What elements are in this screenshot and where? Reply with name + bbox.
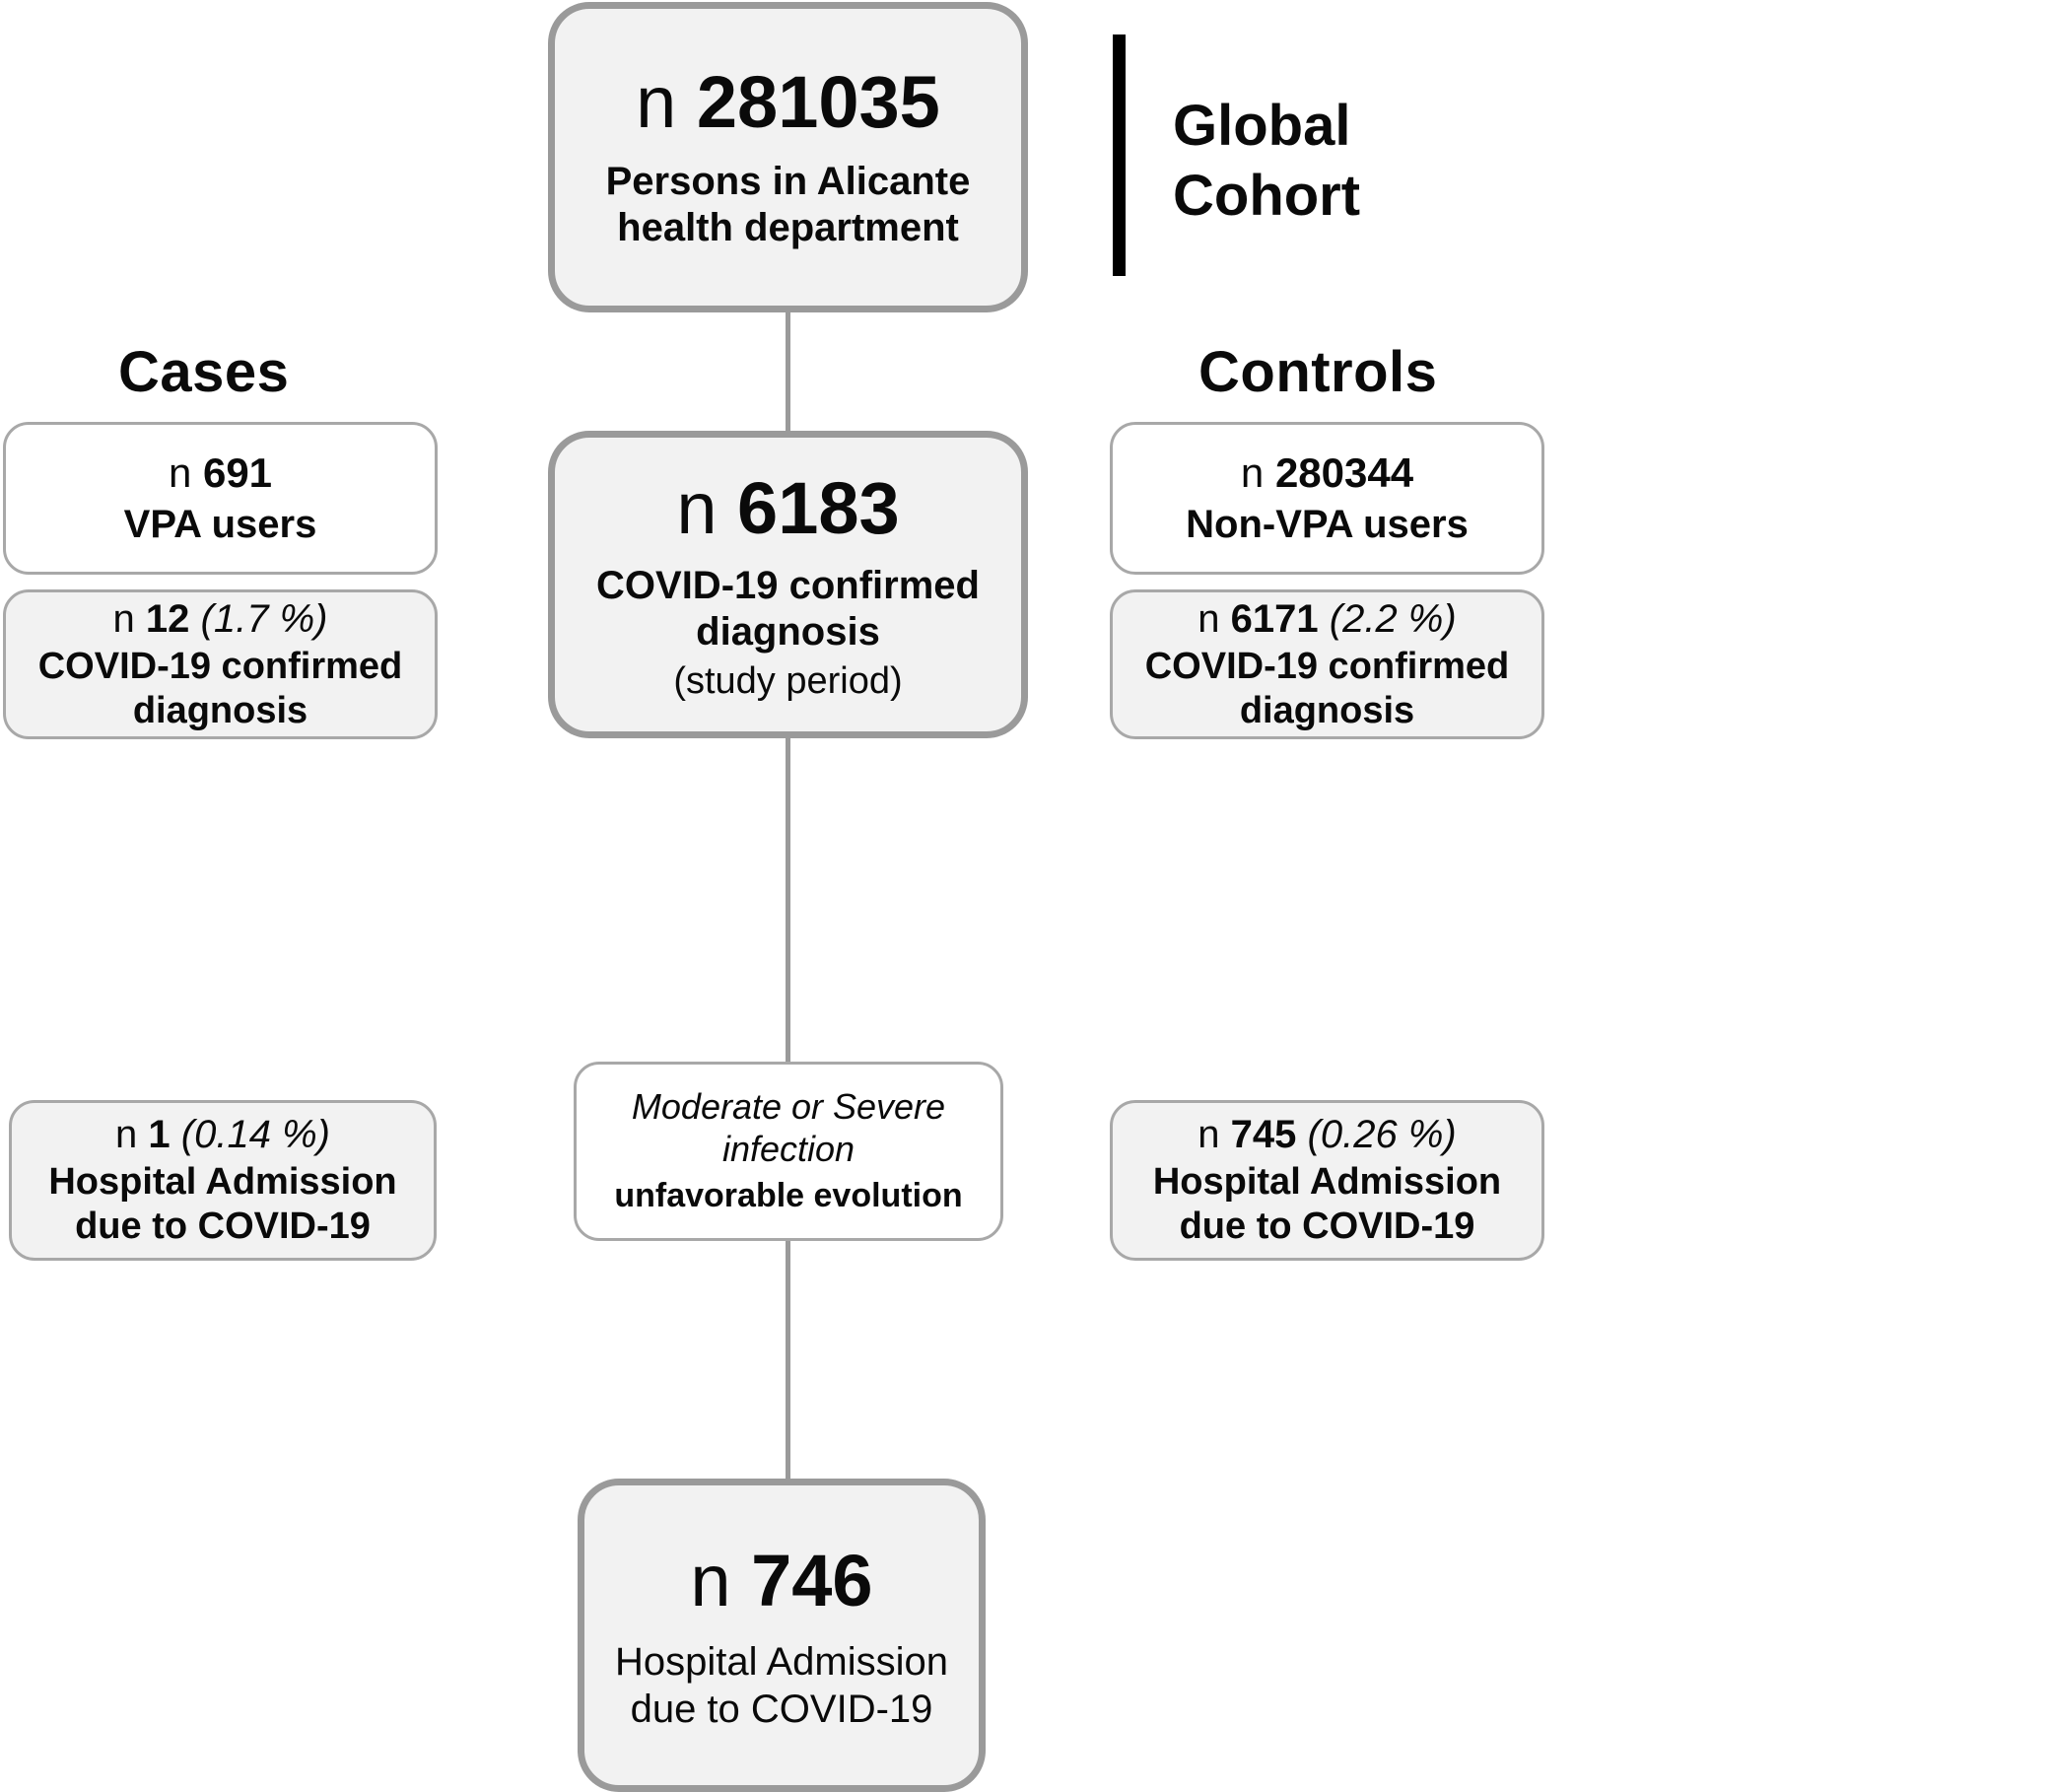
node-cases-hospital-admission-count: n 1 (0.14 %)	[115, 1112, 330, 1158]
node-hospital-admission-total: n 746 Hospital Admission due to COVID-19	[578, 1479, 986, 1792]
n-prefix: n	[112, 596, 135, 641]
node-covid-confirmed-total-count: n 6183	[676, 465, 899, 551]
node-cases-hospital-admission: n 1 (0.14 %) Hospital Admission due to C…	[9, 1100, 437, 1261]
n-percent: (1.7 %)	[200, 596, 328, 641]
node-controls-hospital-admission-count: n 745 (0.26 %)	[1198, 1112, 1456, 1158]
node-cases-covid-diagnosis-count: n 12 (1.7 %)	[113, 596, 328, 643]
node-hospital-admission-total-count: n 746	[690, 1538, 872, 1623]
n-value: 12	[145, 596, 190, 641]
node-unfavorable-evolution-criterion: Moderate or Severe infection	[631, 1086, 946, 1169]
n-value: 281035	[696, 60, 940, 143]
node-controls-nonvpa-users-count: n 280344	[1241, 448, 1413, 498]
node-cases-hospital-admission-label: Hospital Admission due to COVID-19	[48, 1161, 397, 1248]
global-cohort-label: Global Cohort	[1173, 94, 1361, 228]
node-controls-hospital-admission: n 745 (0.26 %) Hospital Admission due to…	[1110, 1100, 1544, 1261]
connector-mid-to-evolution	[786, 733, 790, 1067]
node-controls-hospital-admission-label: Hospital Admission due to COVID-19	[1152, 1161, 1502, 1248]
n-percent: (0.14 %)	[180, 1113, 330, 1157]
node-global-cohort-total-count: n 281035	[636, 59, 940, 145]
node-cases-covid-diagnosis: n 12 (1.7 %) COVID-19 confirmed diagnosi…	[3, 589, 438, 739]
node-global-cohort-total: n 281035 Persons in Alicante health depa…	[548, 2, 1028, 312]
node-controls-covid-diagnosis-count: n 6171 (2.2 %)	[1198, 596, 1456, 643]
node-global-cohort-total-label: Persons in Alicante health department	[605, 159, 971, 250]
node-controls-covid-diagnosis-label: COVID-19 confirmed diagnosis	[1144, 645, 1510, 731]
node-controls-covid-diagnosis: n 6171 (2.2 %) COVID-19 confirmed diagno…	[1110, 589, 1544, 739]
n-percent: (2.2 %)	[1329, 596, 1457, 641]
n-value: 691	[202, 449, 273, 497]
n-percent: (0.26 %)	[1307, 1113, 1457, 1157]
n-prefix: n	[168, 449, 192, 497]
node-cases-vpa-users-count: n 691	[169, 448, 272, 498]
n-prefix: n	[676, 466, 718, 549]
connector-evolution-to-bottom	[786, 1236, 790, 1483]
n-prefix: n	[1240, 449, 1265, 497]
global-cohort-annotation: Global Cohort	[1113, 34, 1360, 276]
node-unfavorable-evolution: Moderate or Severe infection unfavorable…	[574, 1062, 1003, 1241]
node-cases-vpa-users: n 691 VPA users	[3, 422, 438, 575]
column-header-cases: Cases	[118, 340, 290, 404]
n-prefix: n	[115, 1113, 138, 1157]
n-value: 746	[751, 1540, 873, 1622]
n-prefix: n	[690, 1540, 731, 1622]
n-value: 745	[1230, 1113, 1297, 1157]
node-controls-nonvpa-users: n 280344 Non-VPA users	[1110, 422, 1544, 575]
vertical-bar-icon	[1113, 34, 1126, 276]
n-prefix: n	[1198, 596, 1220, 641]
n-value: 6183	[737, 466, 900, 549]
node-covid-confirmed-total-label: COVID-19 confirmed diagnosis	[596, 564, 980, 655]
column-header-controls: Controls	[1198, 340, 1438, 404]
node-unfavorable-evolution-label: unfavorable evolution	[614, 1177, 963, 1215]
node-controls-nonvpa-users-label: Non-VPA users	[1186, 502, 1469, 546]
node-cases-covid-diagnosis-label: COVID-19 confirmed diagnosis	[37, 645, 403, 731]
n-value: 6171	[1230, 596, 1319, 641]
n-prefix: n	[1198, 1113, 1220, 1157]
node-cases-vpa-users-label: VPA users	[123, 502, 317, 546]
n-value: 1	[148, 1113, 171, 1157]
connector-top-to-mid	[786, 308, 790, 436]
n-prefix: n	[636, 60, 677, 143]
node-covid-confirmed-total: n 6183 COVID-19 confirmed diagnosis (stu…	[548, 431, 1028, 738]
node-covid-confirmed-total-note: (study period)	[673, 660, 903, 703]
n-value: 280344	[1274, 449, 1414, 497]
node-hospital-admission-total-label: Hospital Admission due to COVID-19	[615, 1640, 948, 1731]
